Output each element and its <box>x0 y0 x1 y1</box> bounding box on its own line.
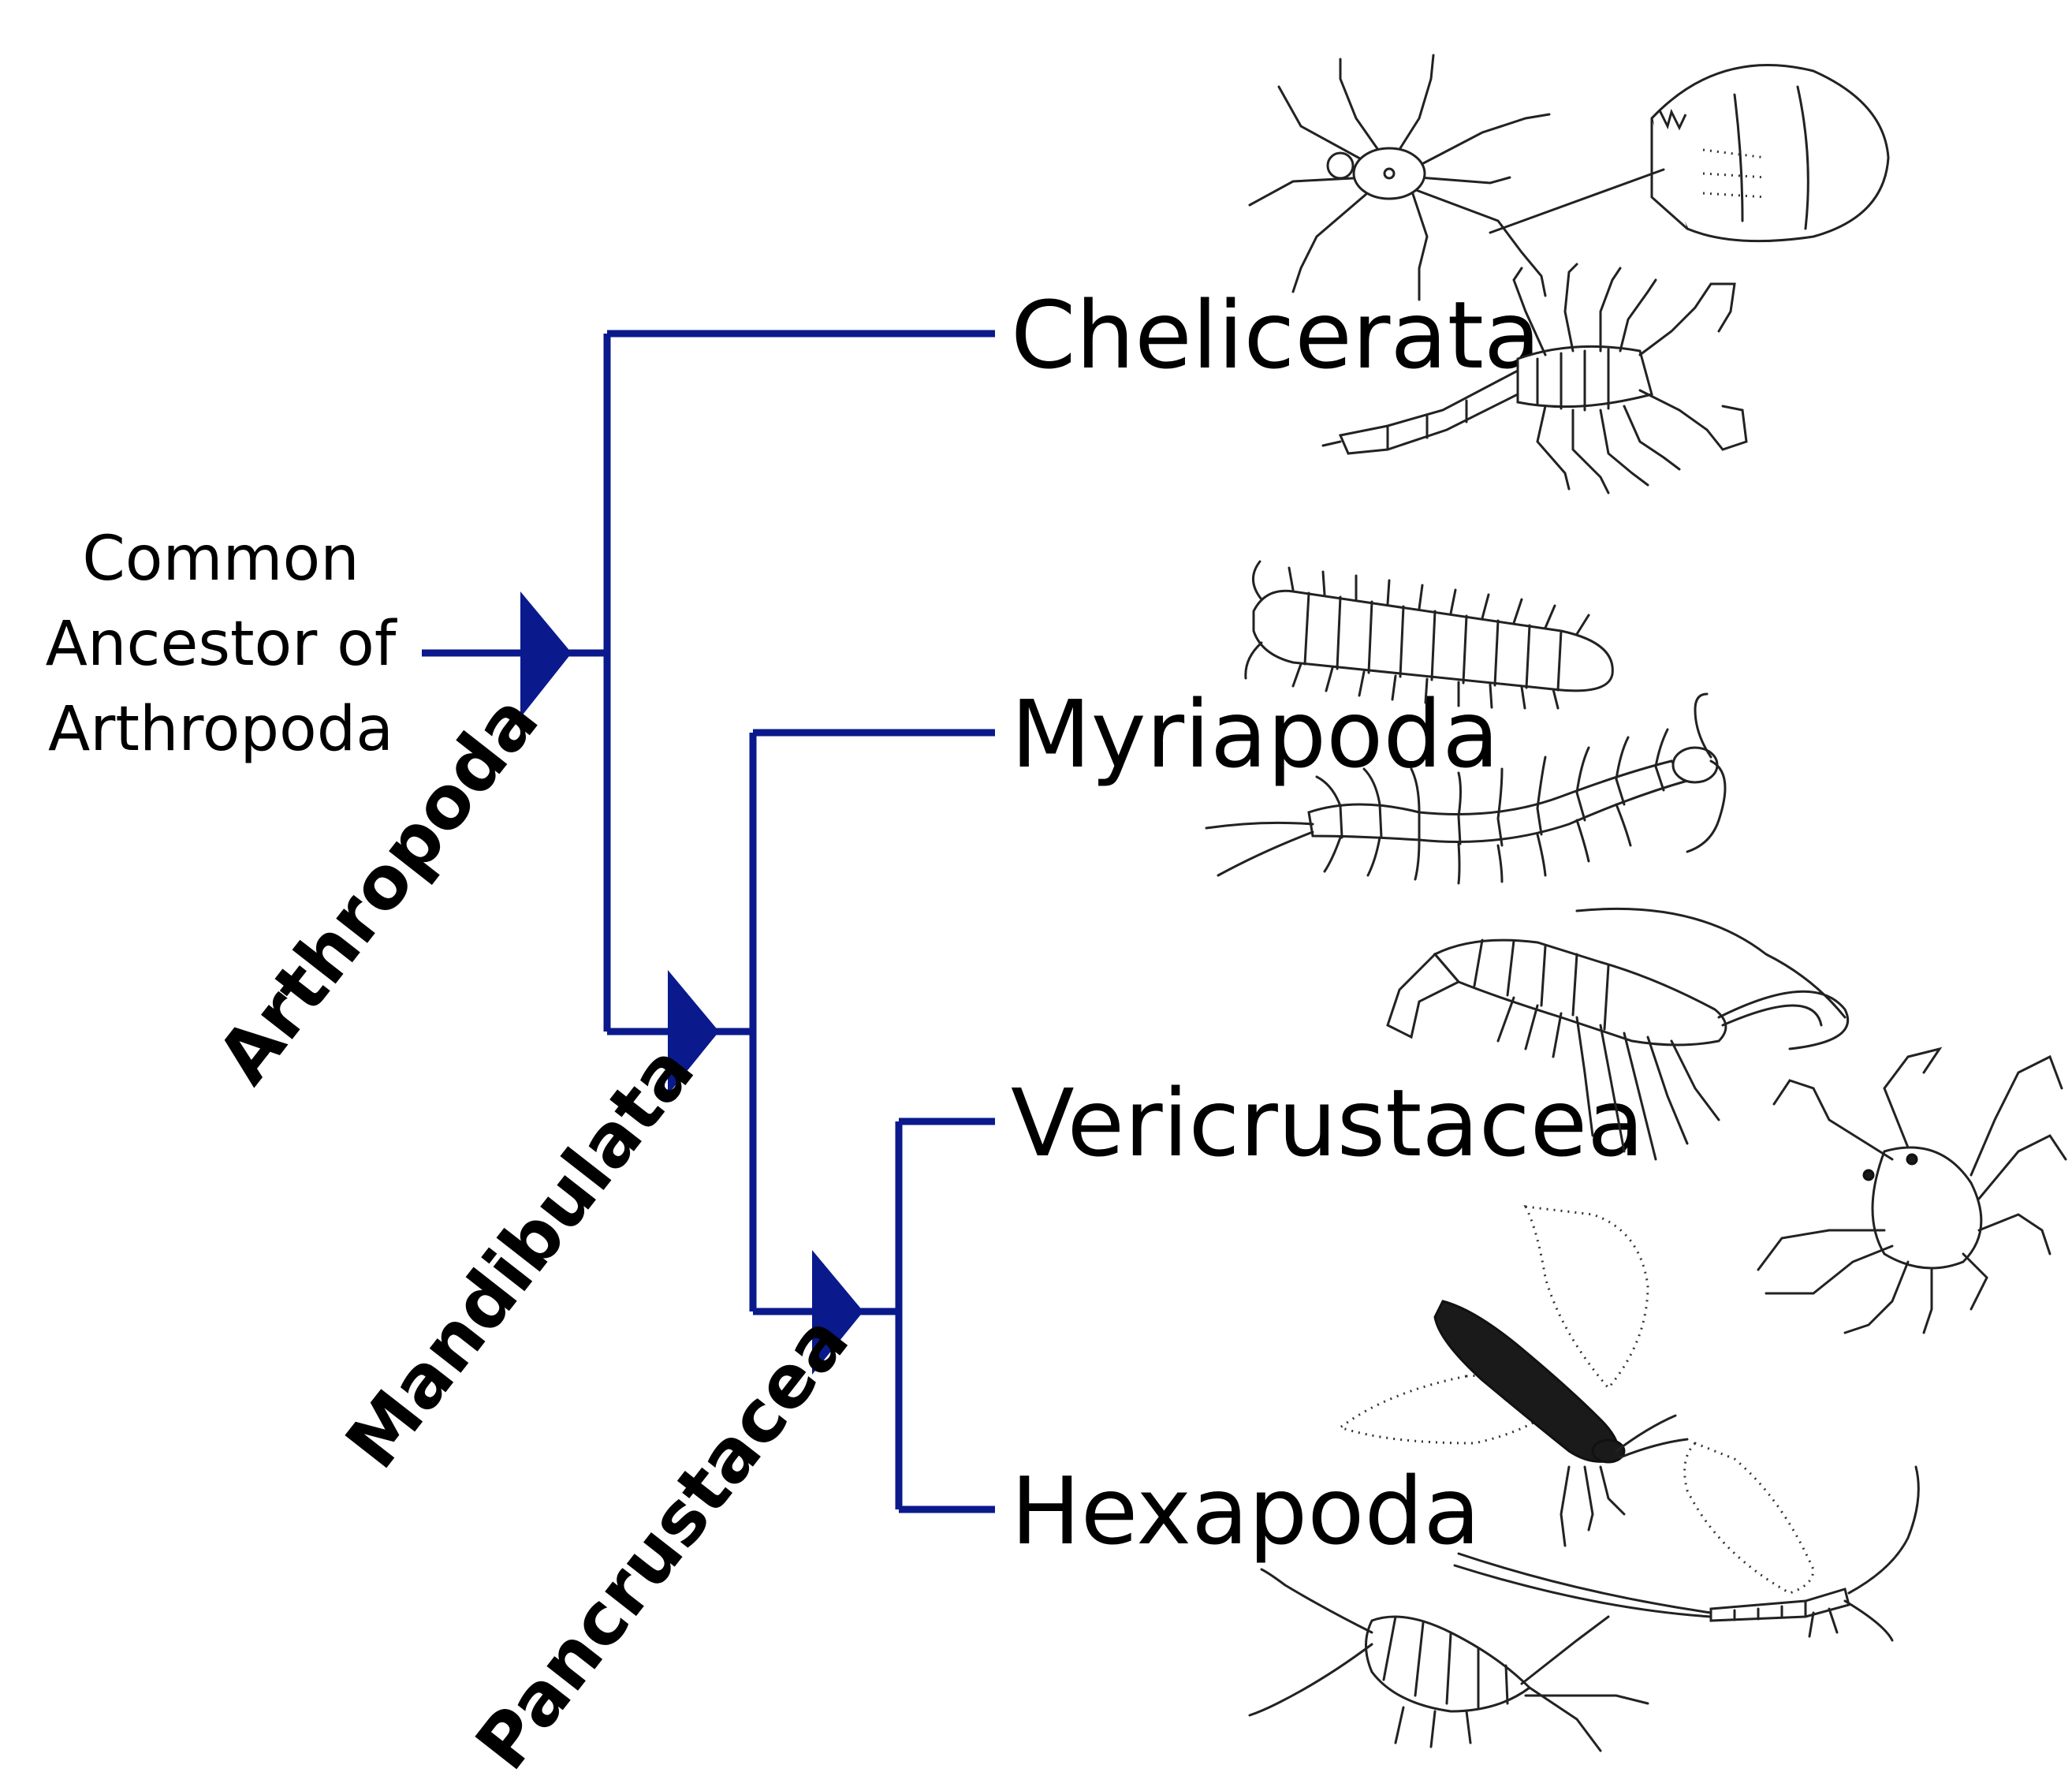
root-label-line-2: Ancestor of <box>46 609 397 680</box>
crab-icon <box>1758 1049 2066 1333</box>
silverfish-icon <box>1250 1569 1648 1751</box>
horseshoe-crab-icon <box>1490 65 1888 241</box>
spider-icon <box>1250 55 1549 300</box>
clade-label-pancrustacea: Pancrustacea <box>460 1300 865 1776</box>
tip-label-chelicerata: Chelicerata <box>1011 281 1541 390</box>
mayfly-icon <box>1455 1443 1918 1640</box>
tip-label-hexapoda: Hexapoda <box>1011 1457 1481 1565</box>
root-label-line-1: Common <box>82 524 359 595</box>
arthropoda-node-marker <box>520 591 572 718</box>
clade-label-mandibulata: Mandibulata <box>330 1029 710 1483</box>
tip-label-vericrustacea: Vericrustacea <box>1011 1069 1644 1177</box>
root-label-line-3: Arthropoda <box>48 694 393 765</box>
root-label: Common Ancestor of Arthropoda <box>46 524 397 765</box>
